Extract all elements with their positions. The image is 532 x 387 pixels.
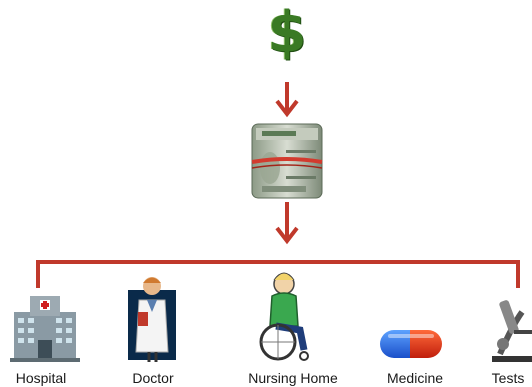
- wheelchair-icon: [259, 272, 309, 361]
- arrow-to-money: [275, 82, 299, 118]
- money-roll-icon: [251, 123, 323, 199]
- label-doctor: Doctor: [132, 370, 174, 386]
- label-hospital: Hospital: [15, 370, 67, 386]
- arrow-to-recipients: [275, 202, 299, 245]
- microscope-icon: [492, 300, 532, 362]
- doctor-icon: [128, 277, 176, 362]
- distribution-bracket: [36, 260, 520, 288]
- label-nursing-home: Nursing Home: [248, 370, 338, 386]
- label-tests: Tests: [491, 370, 525, 386]
- pill-icon: [380, 330, 442, 358]
- label-medicine: Medicine: [386, 370, 444, 386]
- hospital-icon: [10, 296, 80, 362]
- dollar-sign-icon: $: [267, 0, 307, 65]
